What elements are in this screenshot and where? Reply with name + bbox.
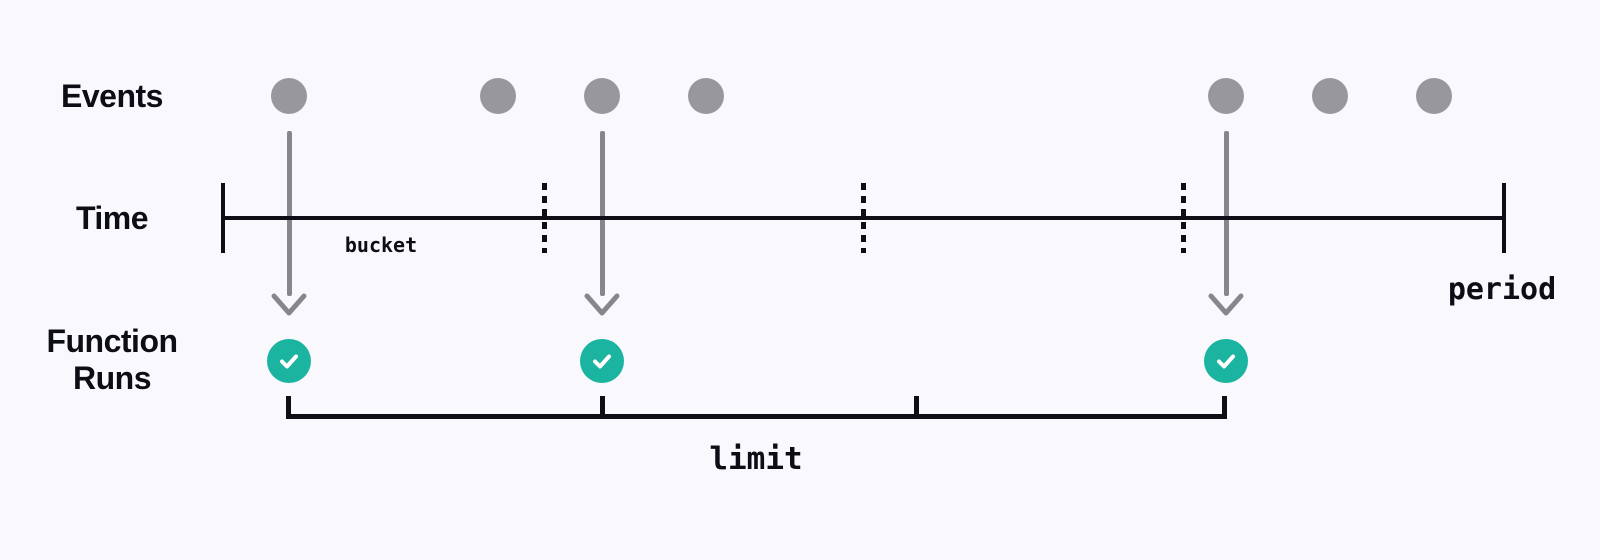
event-dot <box>584 78 620 114</box>
down-arrow-icon <box>583 293 621 317</box>
events-row-label: Events <box>61 78 163 114</box>
limit-label: limit <box>709 441 803 477</box>
check-icon <box>589 348 615 374</box>
arrow-stem <box>1223 131 1229 296</box>
event-dot <box>688 78 724 114</box>
timeline-start-cap <box>221 183 225 253</box>
time-row-label: Time <box>75 200 149 236</box>
limit-bracket-tick <box>285 396 291 419</box>
bucket-label: bucket <box>344 233 418 257</box>
function-runs-row-label: Function Runs <box>0 323 224 397</box>
limit-bracket-tick <box>599 396 605 419</box>
event-dot <box>271 78 307 114</box>
down-arrow-icon <box>1207 293 1245 317</box>
function-run-badge <box>267 339 311 383</box>
limit-bracket <box>286 414 1227 419</box>
down-arrow-icon <box>270 293 308 317</box>
limit-bracket-tick <box>913 396 919 419</box>
arrow-stem <box>286 131 292 296</box>
period-label: period <box>1447 272 1557 307</box>
event-dot <box>1416 78 1452 114</box>
event-dot <box>480 78 516 114</box>
function-run-badge <box>1204 339 1248 383</box>
bucket-divider <box>860 183 866 253</box>
bucket-divider <box>1180 183 1186 253</box>
function-run-badge <box>580 339 624 383</box>
check-icon <box>276 348 302 374</box>
bucket-divider <box>541 183 547 253</box>
function-runs-label-line1: Function <box>46 323 178 359</box>
function-runs-label-line2: Runs <box>73 360 152 396</box>
arrow-stem <box>599 131 605 296</box>
event-dot <box>1312 78 1348 114</box>
limit-bracket-tick <box>1221 396 1227 419</box>
event-dot <box>1208 78 1244 114</box>
check-icon <box>1213 348 1239 374</box>
timeline-end-cap <box>1502 183 1506 253</box>
